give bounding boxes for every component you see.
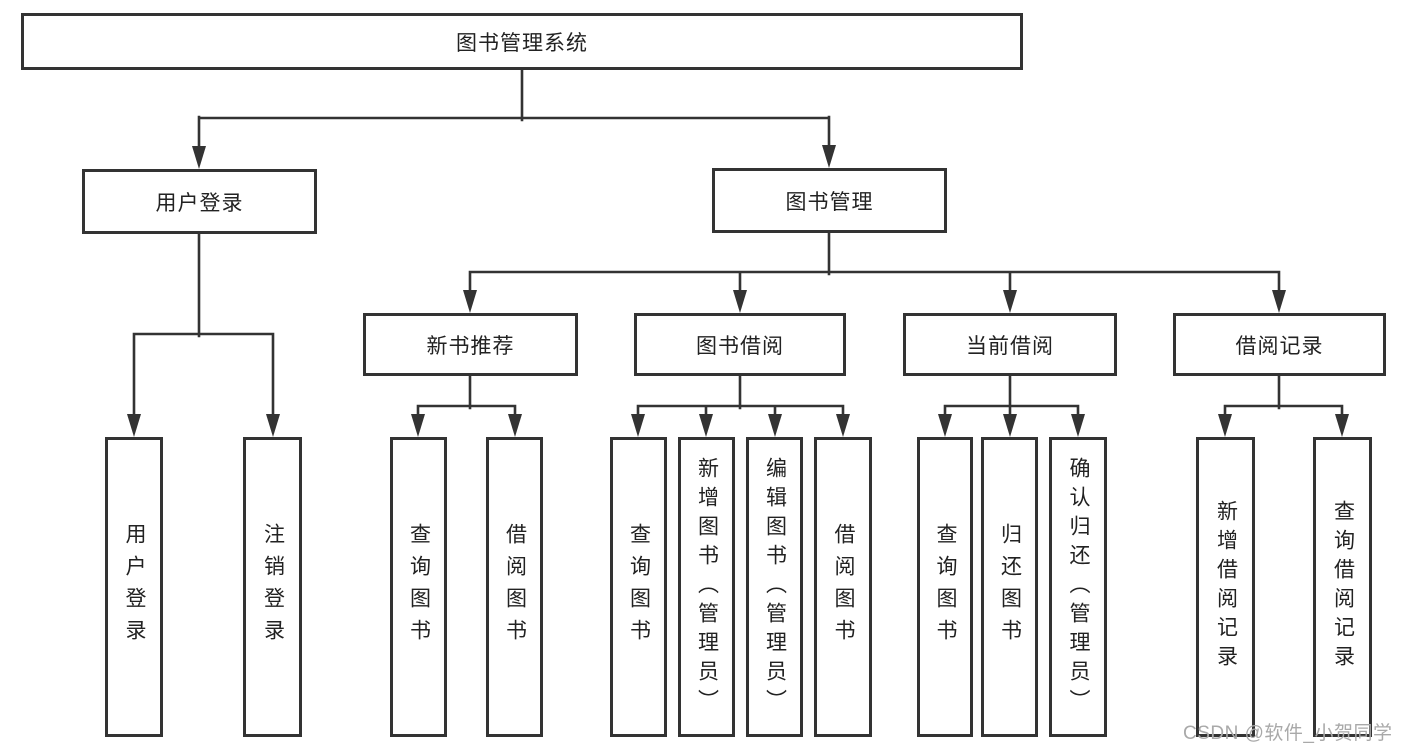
arrow-down-icon <box>127 414 141 437</box>
arrow-down-icon <box>822 145 836 168</box>
node-user-login-action: 用户登录 <box>105 437 163 737</box>
arrow-down-icon <box>1272 290 1286 313</box>
node-query-books-newrec: 查询图书 <box>390 437 447 737</box>
arrow-down-icon <box>938 414 952 437</box>
arrow-down-icon <box>266 414 280 437</box>
csdn-watermark: CSDN @软件_小贺同学 <box>1183 723 1393 744</box>
node-book-management: 图书管理 <box>712 168 947 233</box>
arrow-down-icon <box>699 414 713 437</box>
arrow-down-icon <box>463 290 477 313</box>
arrow-down-icon <box>411 414 425 437</box>
arrow-down-icon <box>1218 414 1232 437</box>
arrow-down-icon <box>768 414 782 437</box>
node-query-books-borrowing: 查询图书 <box>610 437 667 737</box>
arrow-down-icon <box>836 414 850 437</box>
node-user-login: 用户登录 <box>82 169 317 234</box>
node-borrow-books-borrowing: 借阅图书 <box>814 437 872 737</box>
arrow-down-icon <box>1071 414 1085 437</box>
node-return-book: 归还图书 <box>981 437 1038 737</box>
node-add-borrow-record: 新增借阅记录 <box>1196 437 1255 737</box>
node-borrowing-records: 借阅记录 <box>1173 313 1386 376</box>
arrow-down-icon <box>1003 414 1017 437</box>
node-system-root: 图书管理系统 <box>21 13 1023 70</box>
arrow-down-icon <box>192 146 206 169</box>
arrow-down-icon <box>1335 414 1349 437</box>
node-new-book-recommend: 新书推荐 <box>363 313 578 376</box>
node-borrow-books-newrec: 借阅图书 <box>486 437 543 737</box>
arrow-down-icon <box>1003 290 1017 313</box>
node-query-borrow-record: 查询借阅记录 <box>1313 437 1372 737</box>
arrow-down-icon <box>631 414 645 437</box>
node-current-borrowing: 当前借阅 <box>903 313 1117 376</box>
node-book-borrowing: 图书借阅 <box>634 313 846 376</box>
node-logout-action: 注销登录 <box>243 437 302 737</box>
node-confirm-return-admin: 确认归还（管理员） <box>1049 437 1107 737</box>
node-edit-book-admin: 编辑图书（管理员） <box>746 437 803 737</box>
node-add-book-admin: 新增图书（管理员） <box>678 437 735 737</box>
arrow-down-icon <box>733 290 747 313</box>
arrow-down-icon <box>508 414 522 437</box>
node-query-books-current: 查询图书 <box>917 437 973 737</box>
